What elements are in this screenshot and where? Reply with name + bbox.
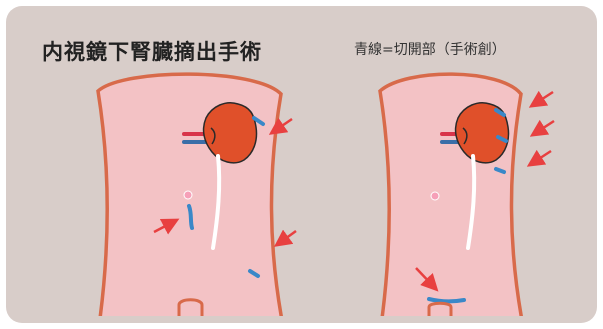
incision-right-3 (496, 169, 504, 172)
arrow-right-1 (533, 92, 553, 105)
arrow-left-3 (278, 231, 296, 244)
pelvis-right (429, 303, 451, 323)
right-diagram (380, 74, 554, 323)
navel-left (184, 191, 192, 199)
incision-left-2 (189, 206, 192, 228)
arrow-right-3 (531, 151, 551, 164)
left-diagram (98, 74, 296, 323)
navel-right (431, 192, 439, 200)
figure-card: 内視鏡下腎臓摘出手術 青線=切開部（手術創） (6, 6, 597, 323)
diagram-svg (6, 6, 597, 323)
pelvis-left (179, 300, 202, 323)
arrow-right-2 (534, 121, 554, 134)
